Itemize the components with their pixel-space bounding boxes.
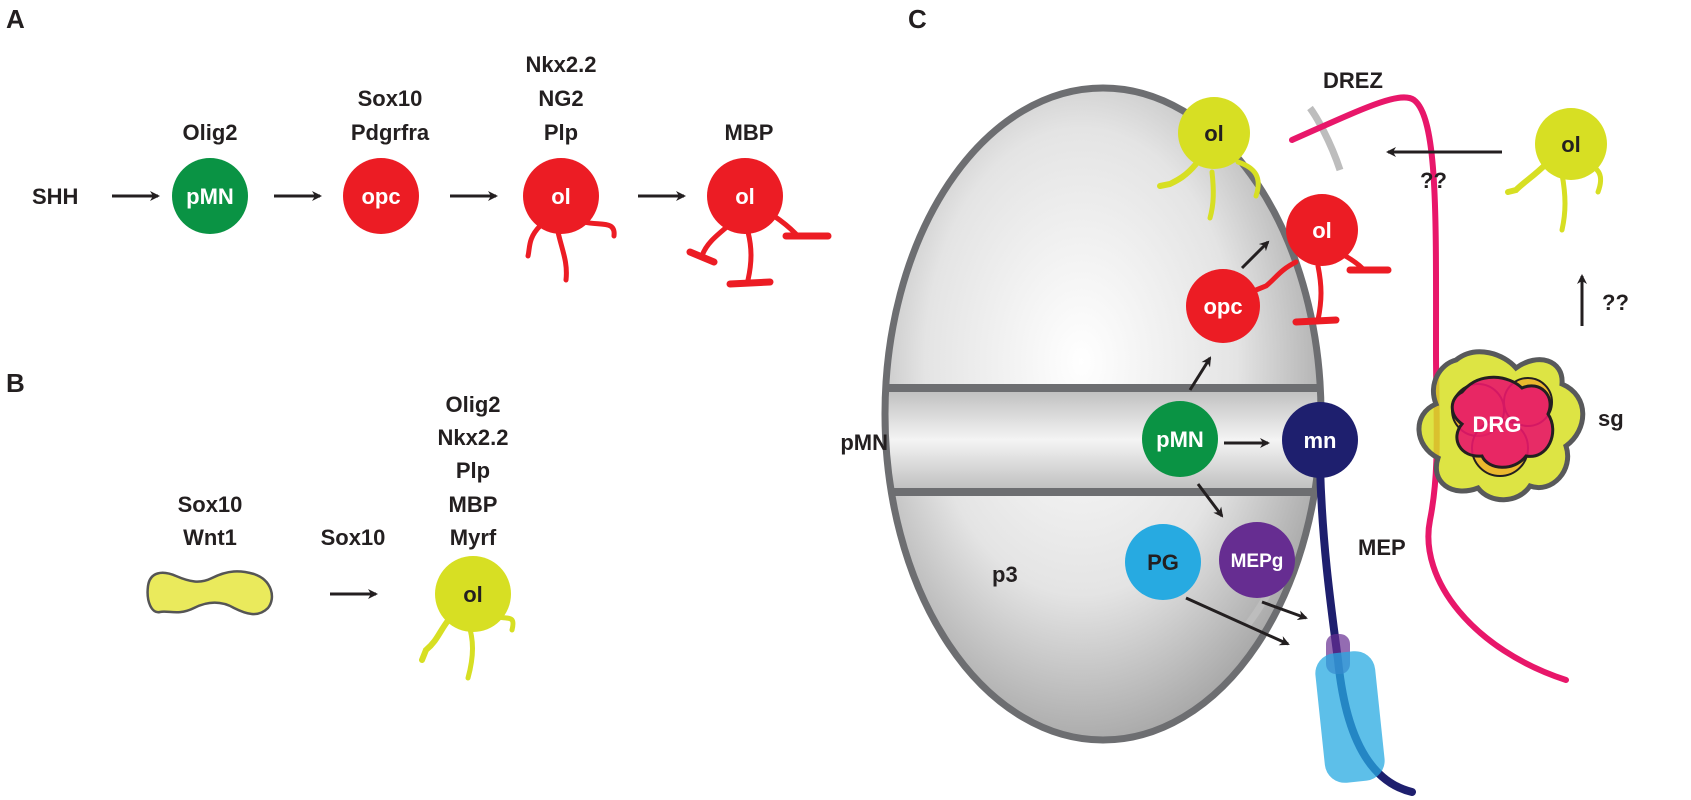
drg-with-satellite-glia: [1416, 349, 1586, 503]
pmn-cell-c: [1142, 401, 1218, 477]
ol-cell-yellow-outside: [1505, 108, 1607, 233]
marker-nkx22: Nkx2.2: [526, 52, 597, 77]
opc-cell-c: [1186, 269, 1260, 343]
arrow-pmn-opc-c: [1188, 356, 1212, 391]
marker-sox10: Sox10: [358, 86, 423, 111]
target-marker-nkx22: Nkx2.2: [438, 425, 509, 450]
mep-label: MEP: [1358, 535, 1406, 560]
target-marker-olig2: Olig2: [445, 392, 500, 417]
question-label-1: ??: [1420, 168, 1447, 193]
ol-cell-immature: [523, 158, 617, 283]
mepg-label: MEPg: [1231, 551, 1284, 572]
ol-red-label: ol: [1312, 218, 1332, 243]
sensory-axon: [1289, 94, 1569, 683]
ol-cell-crest-derived: [419, 556, 516, 681]
source-marker-sox10: Sox10: [178, 492, 243, 517]
drg-neurons: [1450, 375, 1555, 469]
ol-cell-mature: [686, 158, 832, 288]
pmn-domain-label: pMN: [840, 430, 888, 455]
mn-cell: [1282, 402, 1358, 478]
marker-plp: Plp: [544, 120, 578, 145]
neural-crest-cell: [146, 570, 274, 616]
mn-label: mn: [1304, 428, 1337, 453]
drez-label: DREZ: [1323, 68, 1383, 93]
ol-outside-label: ol: [1561, 132, 1581, 157]
ol-cell-immature-label: ol: [551, 184, 571, 209]
spinal-cord: [881, 84, 1344, 744]
perineurial-sheath: [1315, 651, 1385, 783]
arrow-mepg-exit: [1261, 600, 1308, 620]
arrow-pg-exit: [1185, 596, 1290, 646]
opc-cell-label: opc: [361, 184, 400, 209]
marker-pdgrfra: Pdgrfra: [351, 120, 430, 145]
target-marker-plp: Plp: [456, 458, 490, 483]
ol-cell-mature-label: ol: [735, 184, 755, 209]
pmn-c-label: pMN: [1156, 427, 1204, 452]
marker-mbp: MBP: [725, 120, 774, 145]
opc-c-label: opc: [1203, 294, 1242, 319]
panel-label-b: B: [6, 368, 25, 398]
shh-label: SHH: [32, 184, 78, 209]
panel-label-c: C: [908, 4, 927, 34]
source-marker-wnt1: Wnt1: [183, 525, 237, 550]
arrow-pmn-mepg: [1196, 483, 1224, 518]
opc-cell: [343, 158, 419, 234]
ol-cell-red-inside: [1253, 194, 1392, 326]
ol-crest-label: ol: [463, 582, 483, 607]
pmn-domain-band: [885, 388, 1321, 492]
arrow-opc-ol-red: [1240, 240, 1270, 270]
marker-olig2: Olig2: [182, 120, 237, 145]
panel-label-a: A: [6, 4, 25, 34]
pg-cell: [1125, 524, 1201, 600]
mepg-cell: [1219, 522, 1295, 598]
question-label-2: ??: [1602, 290, 1629, 315]
ol-cell-yellow-inside: [1157, 97, 1261, 221]
pmn-cell-label: pMN: [186, 184, 234, 209]
sg-label: sg: [1598, 406, 1624, 431]
drg-label: DRG: [1473, 412, 1522, 437]
arrow-label-sox10: Sox10: [321, 525, 386, 550]
ol-top-label: ol: [1204, 121, 1224, 146]
p3-domain-label: p3: [992, 562, 1018, 587]
marker-ng2: NG2: [538, 86, 583, 111]
target-marker-myrf: Myrf: [450, 525, 497, 550]
pg-label: PG: [1147, 550, 1179, 575]
target-marker-mbp: MBP: [449, 492, 498, 517]
pmn-cell: [172, 158, 248, 234]
